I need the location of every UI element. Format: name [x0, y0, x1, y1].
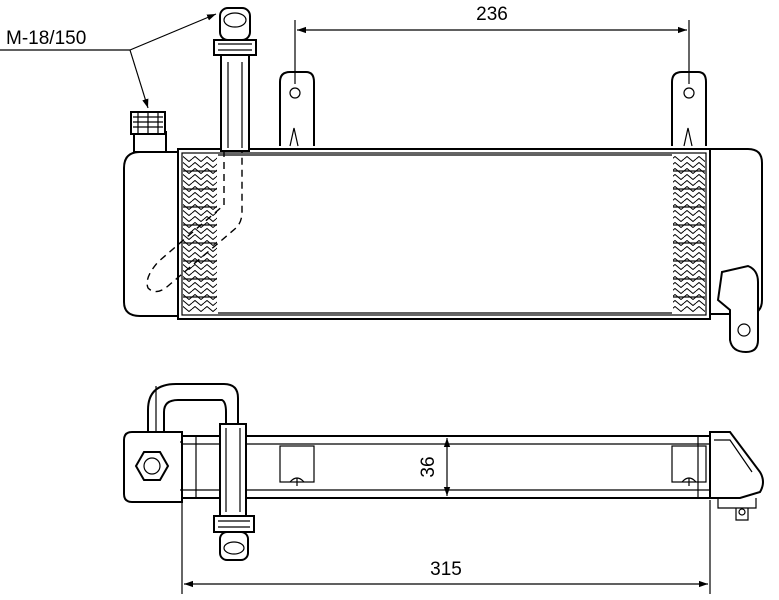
inlet-pipe [213, 7, 257, 152]
mounting-bracket-left [279, 71, 315, 147]
dimension-36: 36 [418, 435, 460, 499]
u-bend-pipe [147, 383, 239, 432]
cooler-core [177, 148, 711, 320]
hidden-internal-pipe [146, 150, 243, 293]
dimension-315: 315 [181, 500, 711, 594]
bracket-plan-left [279, 445, 315, 486]
core-fins-right [673, 156, 705, 312]
top-view: 36 315 [123, 383, 764, 594]
core-fins-left [183, 156, 217, 312]
bracket-plan-right [671, 445, 707, 486]
thread-label: M-18/150 [6, 28, 86, 49]
cooler-core-plan [181, 435, 711, 499]
thread-callout-leader [0, 13, 217, 109]
dimension-315-label: 315 [430, 559, 462, 580]
drain-plug [134, 451, 170, 481]
dimension-236-label: 236 [476, 4, 508, 25]
mounting-bracket-right [671, 71, 707, 147]
lower-bracket-right [716, 264, 759, 354]
outlet-pipe-plan [213, 423, 255, 561]
dimension-36-label: 36 [418, 456, 439, 477]
front-view: M-18/150 236 [0, 4, 763, 354]
left-end-tank [123, 151, 181, 317]
sensor-fitting [130, 111, 167, 153]
core-inner-frame [181, 152, 707, 316]
right-end-tank-plan [709, 431, 764, 499]
dimension-236: 236 [294, 4, 690, 84]
lower-bracket-plan [717, 498, 757, 521]
